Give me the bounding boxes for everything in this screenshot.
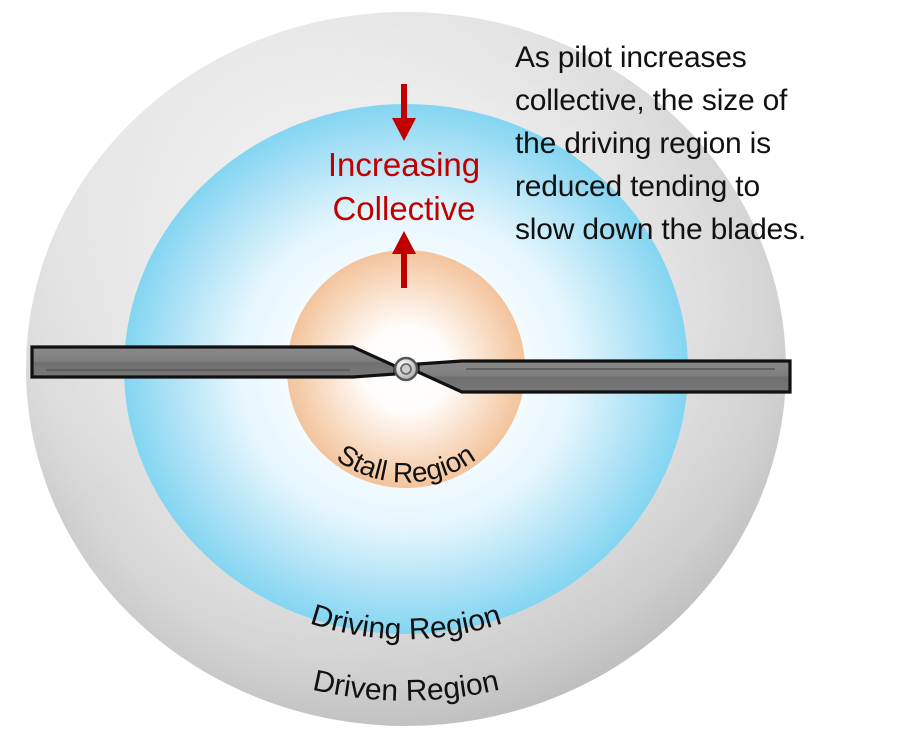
rotor-hub-center — [400, 363, 412, 375]
rotor-blade-right — [416, 359, 792, 394]
rotor-assembly — [30, 345, 792, 394]
callout-text: As pilot increases collective, the size … — [515, 41, 806, 246]
increasing-collective-annotation: Increasing Collective — [328, 84, 480, 288]
arrow-down-icon — [392, 84, 416, 141]
arrow-up-icon — [392, 231, 416, 288]
rotor-blade-left — [30, 345, 397, 379]
increasing-collective-line1: Increasing — [328, 146, 480, 183]
increasing-collective-line2: Collective — [332, 190, 475, 227]
